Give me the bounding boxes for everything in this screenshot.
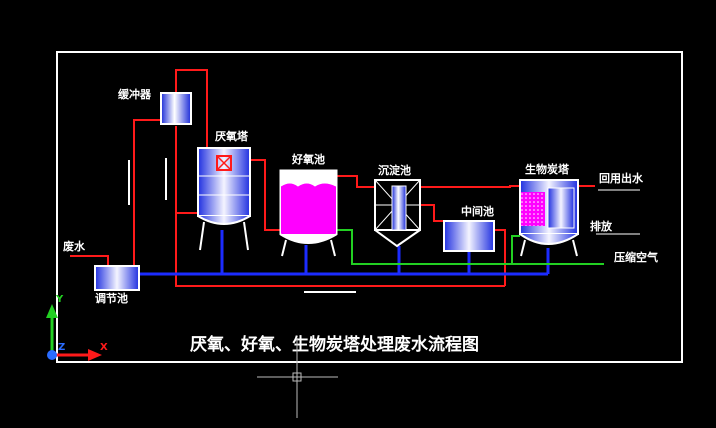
regulating-tank	[94, 265, 140, 291]
axis-x-label: X	[100, 342, 108, 353]
water-pipes	[70, 69, 595, 287]
buffer-tank	[160, 92, 192, 125]
decorative-marks	[128, 158, 640, 293]
cad-crosshair-cursor	[257, 338, 338, 418]
axis-z-label: Z	[58, 342, 65, 353]
settling-tank	[374, 179, 421, 248]
drawing-frame	[56, 51, 683, 363]
axis-y-label: Y	[55, 294, 64, 305]
ucs-axis-icon: Y Z X	[46, 294, 108, 361]
air-pipes	[337, 229, 604, 265]
label-buffer-tank: 缓冲器	[118, 87, 152, 101]
label-aerobic-tank: 好氧池	[291, 152, 325, 166]
sludge-pipes	[138, 230, 550, 276]
diagram-title: 厌氧、好氧、生物炭塔处理废水流程图	[190, 334, 479, 355]
label-intermediate-tank: 中间池	[461, 204, 494, 218]
anaerobic-tower	[197, 147, 251, 251]
aerobic-tank	[279, 169, 338, 257]
label-compressed-air: 压缩空气	[614, 250, 658, 264]
intermediate-tank	[443, 220, 495, 252]
label-reuse-water: 回用出水	[599, 171, 644, 185]
label-discharge: 排放	[590, 219, 613, 233]
label-wastewater: 废水	[63, 239, 86, 253]
label-settling-tank: 沉淀池	[378, 163, 411, 177]
label-regulating-tank: 调节池	[95, 291, 128, 305]
label-biocarbon-tower: 生物炭塔	[525, 162, 570, 176]
label-anaerobic-tower: 厌氧塔	[215, 129, 249, 143]
biocarbon-tower	[519, 179, 579, 257]
